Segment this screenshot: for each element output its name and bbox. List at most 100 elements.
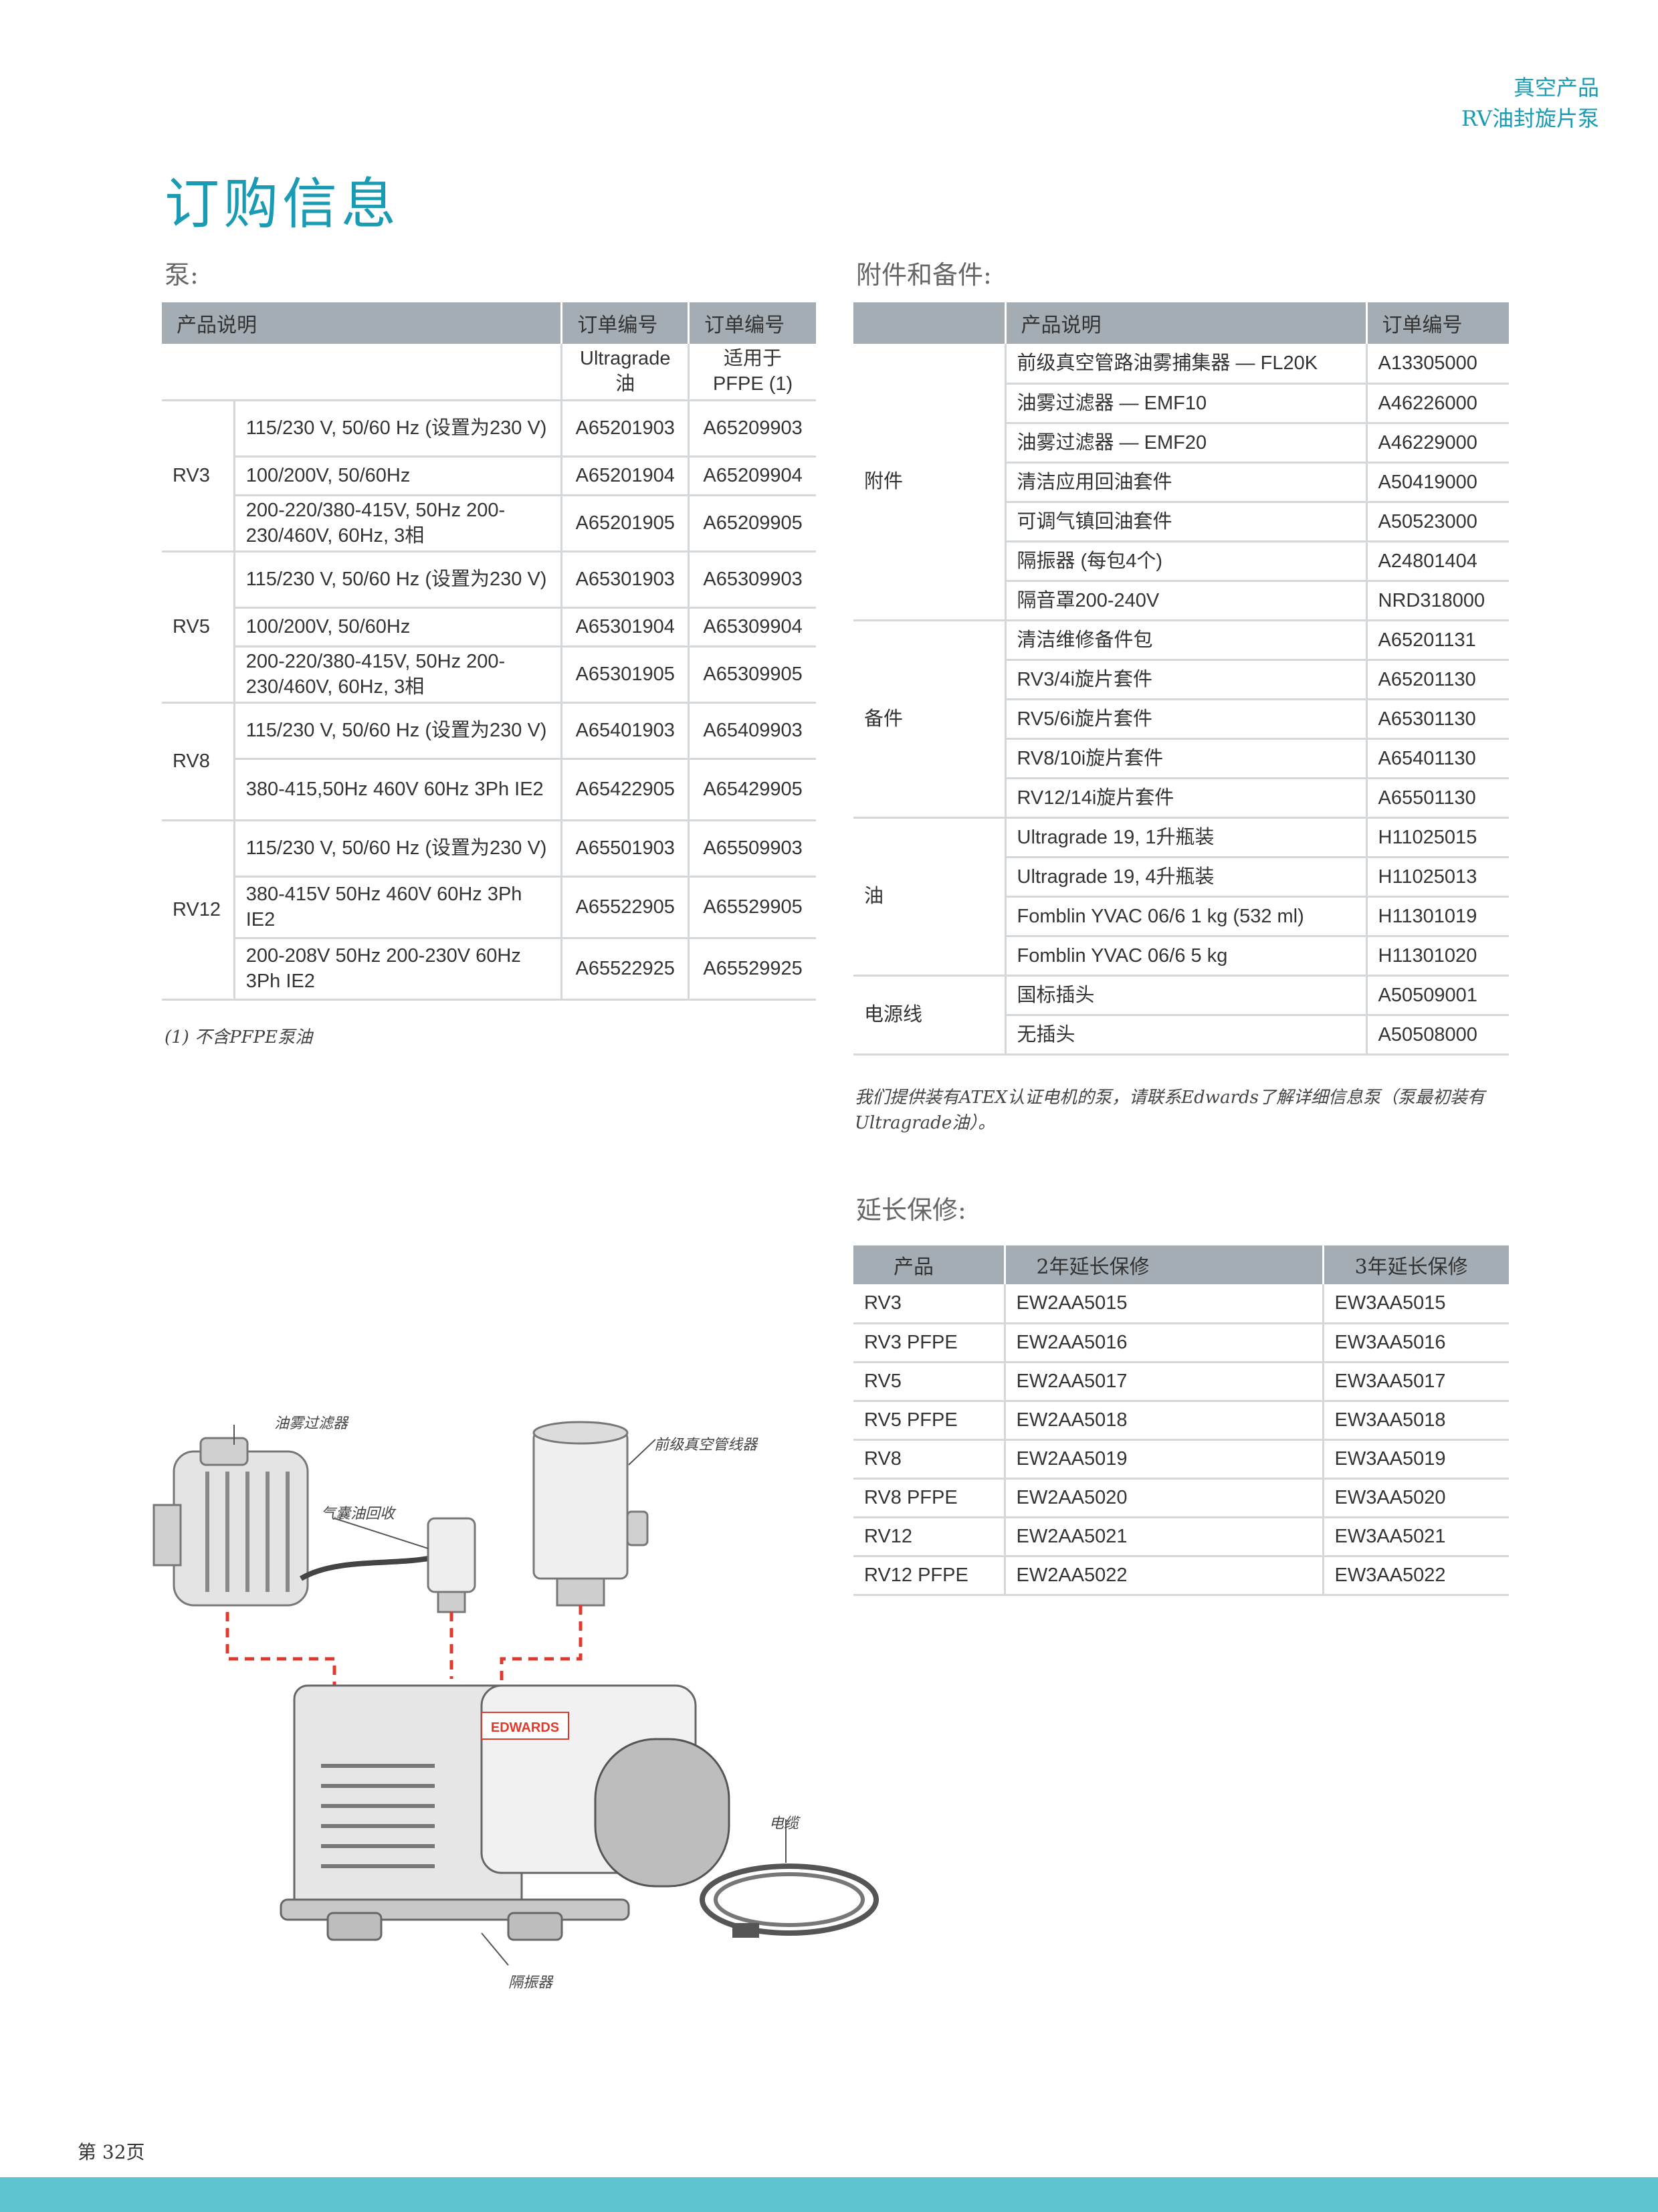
warranty-product-cell: RV12 PFPE xyxy=(853,1556,1005,1596)
accessory-code-cell: A46226000 xyxy=(1365,383,1509,424)
acc-header-desc: 产品说明 xyxy=(1004,302,1366,344)
foreline-trap-image xyxy=(532,1421,649,1607)
accessories-section-title: 附件和备件: xyxy=(856,260,992,290)
warranty-2yr-cell: EW2AA5015 xyxy=(1003,1284,1323,1324)
label-isolator: 隔振器 xyxy=(508,1975,553,1991)
accessory-code-cell: A46229000 xyxy=(1365,423,1509,464)
pump-pfpe-code: A65309904 xyxy=(688,607,816,647)
pump-ultragrade-code: A65501903 xyxy=(560,820,689,878)
pump-desc-cell: 115/230 V, 50/60 Hz (设置为230 V) xyxy=(233,400,562,458)
pump-pfpe-code: A65509903 xyxy=(688,820,816,878)
pump-pfpe-code: A65409903 xyxy=(688,702,816,760)
pump-pfpe-code: A65529905 xyxy=(688,876,816,939)
accessory-code-cell: A50419000 xyxy=(1365,462,1509,503)
warranty-2yr-cell: EW2AA5019 xyxy=(1003,1439,1323,1480)
warranty-3yr-cell: EW3AA5015 xyxy=(1322,1284,1509,1324)
accessory-desc-cell: Fomblin YVAC 06/6 1 kg (532 ml) xyxy=(1004,896,1366,937)
pump-model-cell: RV12 xyxy=(162,820,235,1001)
pump-desc-cell: 200-220/380-415V, 50Hz 200-230/460V, 60H… xyxy=(233,646,562,704)
accessory-row: 隔振器 (每包4个)A24801404 xyxy=(853,541,1509,582)
gas-return-image xyxy=(427,1517,476,1613)
pump-ultragrade-code: A65301903 xyxy=(560,551,689,609)
accessory-code-cell: A50508000 xyxy=(1365,1015,1509,1055)
accessory-code-cell: A65201131 xyxy=(1365,620,1509,661)
warranty-product-cell: RV5 xyxy=(853,1362,1005,1402)
pump-desc-cell: 200-220/380-415V, 50Hz 200-230/460V, 60H… xyxy=(233,495,562,552)
accessory-desc-cell: RV12/14i旋片套件 xyxy=(1004,778,1366,819)
warranty-product-cell: RV3 xyxy=(853,1284,1005,1324)
pump-desc-cell: 380-415,50Hz 460V 60Hz 3Ph IE2 xyxy=(233,759,562,821)
label-leaders xyxy=(233,1425,787,1966)
accessory-desc-cell: Ultragrade 19, 4升瓶装 xyxy=(1004,857,1366,898)
pump-pfpe-code: A65529925 xyxy=(688,938,816,1001)
pump-pfpe-code: A65209905 xyxy=(688,495,816,552)
accessory-desc-cell: RV3/4i旋片套件 xyxy=(1004,660,1366,700)
accessory-desc-cell: RV8/10i旋片套件 xyxy=(1004,738,1366,779)
accessory-code-cell: H11301019 xyxy=(1365,896,1509,937)
accessory-desc-cell: 可调气镇回油套件 xyxy=(1004,502,1366,542)
pump-model-cell: RV8 xyxy=(162,702,235,821)
warranty-product-cell: RV3 PFPE xyxy=(853,1323,1005,1363)
warranty-3yr-cell: EW3AA5020 xyxy=(1322,1478,1509,1518)
warranty-2yr-cell: EW2AA5018 xyxy=(1003,1401,1323,1441)
pump-ultragrade-code: A65522905 xyxy=(560,876,689,939)
warranty-product-cell: RV8 PFPE xyxy=(853,1478,1005,1518)
header-category: 真空产品 xyxy=(1513,75,1599,100)
pump-illustration: EDWARDS xyxy=(152,1421,879,1966)
pump-ultragrade-code: A65301905 xyxy=(560,646,689,704)
pump-row: 200-220/380-415V, 50Hz 200-230/460V, 60H… xyxy=(162,495,816,552)
warranty-3yr-cell: EW3AA5016 xyxy=(1322,1323,1509,1363)
accessory-desc-cell: Ultragrade 19, 1升瓶装 xyxy=(1004,817,1366,858)
accessory-desc-cell: 隔振器 (每包4个) xyxy=(1004,541,1366,582)
acc-header-blank xyxy=(853,302,1005,344)
warranty-2yr-cell: EW2AA5017 xyxy=(1003,1362,1323,1402)
pump-table: 产品说明 订单编号 订单编号 Ultragrade 油适用于 PFPE (1)R… xyxy=(162,302,816,1001)
accessory-row: Fomblin YVAC 06/6 1 kg (532 ml)H11301019 xyxy=(853,896,1509,937)
pump-subheader-row: Ultragrade 油适用于 PFPE (1) xyxy=(162,344,816,401)
accessory-desc-cell: 油雾过滤器 — EMF10 xyxy=(1004,383,1366,424)
warranty-3yr-cell: EW3AA5017 xyxy=(1322,1362,1509,1402)
page-number: 第 32页 xyxy=(78,2141,145,2163)
accessory-desc-cell: Fomblin YVAC 06/6 5 kg xyxy=(1004,936,1366,977)
mist-filter-image xyxy=(152,1437,309,1607)
pump-ultragrade-code: A65301904 xyxy=(560,607,689,647)
warranty-2yr-cell: EW2AA5016 xyxy=(1003,1323,1323,1363)
pump-pfpe-code: A65309903 xyxy=(688,551,816,609)
pump-desc-cell: 200-208V 50Hz 200-230V 60Hz 3Ph IE2 xyxy=(233,938,562,1001)
accessory-desc-cell: 隔音罩200-240V xyxy=(1004,581,1366,621)
pump-body-image xyxy=(280,1684,730,1941)
cable-image xyxy=(700,1864,879,1938)
pumps-footnote: (1) 不含PFPE泵油 xyxy=(165,1027,313,1047)
pumps-section-title: 泵: xyxy=(165,260,199,290)
pump-model-cell: RV5 xyxy=(162,551,235,704)
acc-header-code: 订单编号 xyxy=(1365,302,1509,344)
pump-ultragrade-code: A65422905 xyxy=(560,759,689,821)
accessory-code-cell: A13305000 xyxy=(1365,344,1509,385)
pump-subheader-blank xyxy=(162,344,562,401)
pump-ultragrade-code: A65522925 xyxy=(560,938,689,1001)
pump-pfpe-code: A65429905 xyxy=(688,759,816,821)
warranty-2yr-cell: EW2AA5020 xyxy=(1003,1478,1323,1518)
header-product: RV油封旋片泵 xyxy=(1461,106,1599,131)
pump-table-header-row: 产品说明 订单编号 订单编号 xyxy=(162,302,816,344)
